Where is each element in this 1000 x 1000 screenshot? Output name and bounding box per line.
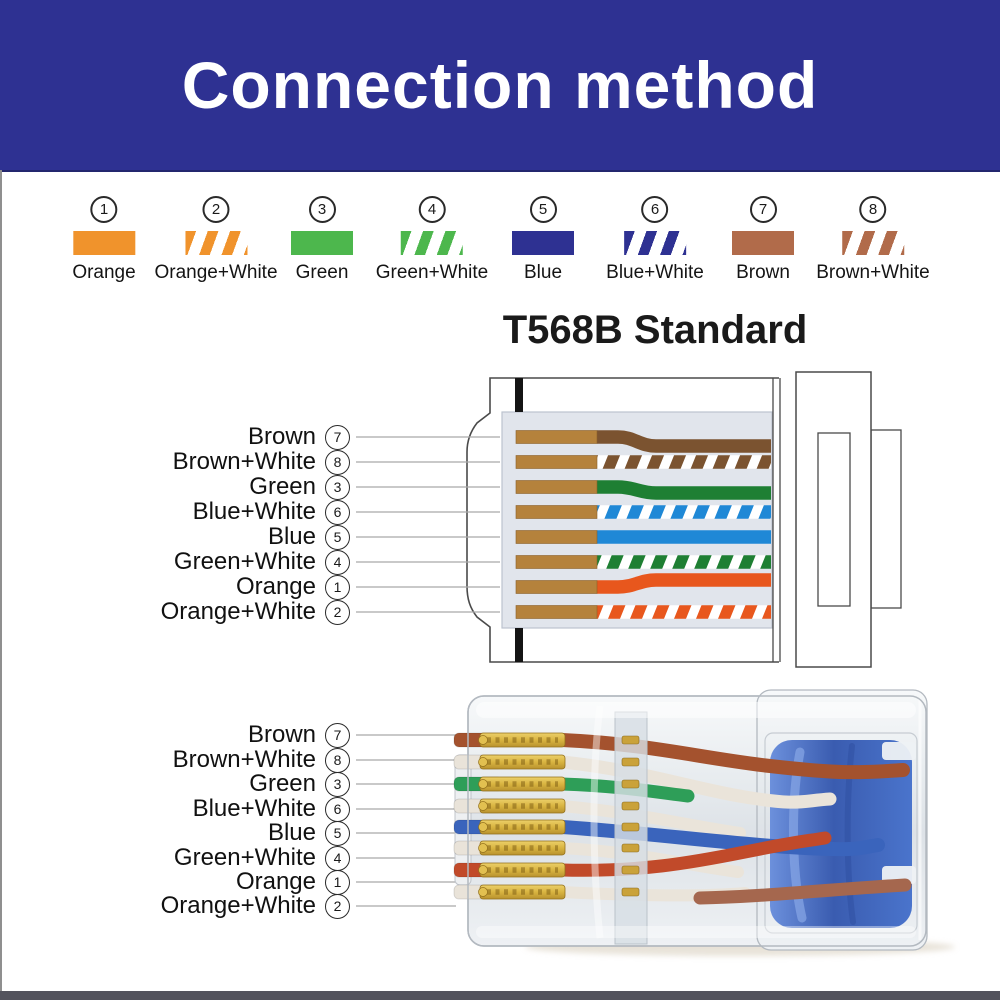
legend-label: Brown (736, 262, 790, 283)
contact-pin (515, 505, 598, 519)
crimp-rivet (621, 887, 640, 897)
color-swatch-striped (842, 231, 904, 255)
index-tick (515, 628, 523, 662)
diagram-title: T568B Standard (502, 308, 808, 352)
cable-wire (556, 842, 744, 878)
legend-label: Orange (72, 262, 136, 283)
wire-band-solid (597, 573, 771, 594)
legend-label: Blue (523, 262, 563, 283)
color-swatch-solid (512, 231, 574, 255)
latch-tab (870, 429, 902, 609)
contact-pin (515, 555, 598, 569)
legend-label: Orange+White (154, 262, 278, 283)
photo-connector-svg (356, 689, 955, 956)
boot-socket (764, 732, 918, 934)
legend-number: 2 (202, 196, 230, 223)
contact-pin (515, 605, 598, 619)
wire-band-solid (597, 430, 771, 453)
crimp-rivet (621, 865, 640, 875)
color-swatch-solid (732, 231, 794, 255)
crimp-rivet (621, 735, 640, 745)
crimp-rivet (621, 801, 640, 811)
cable-wire (693, 878, 912, 905)
color-swatch-striped (400, 231, 463, 255)
legend-number: 3 (308, 196, 336, 223)
legend-number: 1 (90, 196, 118, 223)
wire-band-solid (597, 480, 771, 500)
contact-pin (515, 455, 598, 469)
bottom-bar (0, 991, 1000, 1000)
legend-number: 4 (418, 196, 446, 223)
crimp-rivet (621, 822, 640, 832)
legend-label: Green+White (375, 262, 489, 283)
header-banner: Connection method (0, 0, 1000, 172)
color-swatch-striped (623, 231, 686, 255)
contact-pin (515, 480, 598, 494)
left-edge-line (0, 170, 2, 1000)
cable-wire (556, 800, 746, 839)
color-swatch-striped (184, 231, 247, 255)
color-swatch-solid (291, 231, 353, 255)
wiring-diagram-svg (356, 371, 902, 668)
legend-number: 5 (529, 196, 557, 223)
index-tick (515, 378, 523, 412)
legend-label: Blue+White (606, 262, 704, 283)
crimp-rivet (621, 843, 640, 853)
legend-label: Brown+White (816, 262, 930, 283)
legend-number: 7 (749, 196, 777, 223)
crimp-rivet (621, 757, 640, 767)
color-swatch-solid (73, 231, 135, 255)
crimp-rivet (621, 779, 640, 789)
page-title: Connection method (181, 48, 819, 122)
contact-pin (515, 580, 598, 594)
legend-number: 8 (859, 196, 887, 223)
legend-label: Green (295, 262, 349, 283)
contact-pin (515, 530, 598, 544)
latch-slot (817, 432, 851, 607)
legend-number: 6 (641, 196, 669, 223)
contact-pin (515, 430, 598, 444)
